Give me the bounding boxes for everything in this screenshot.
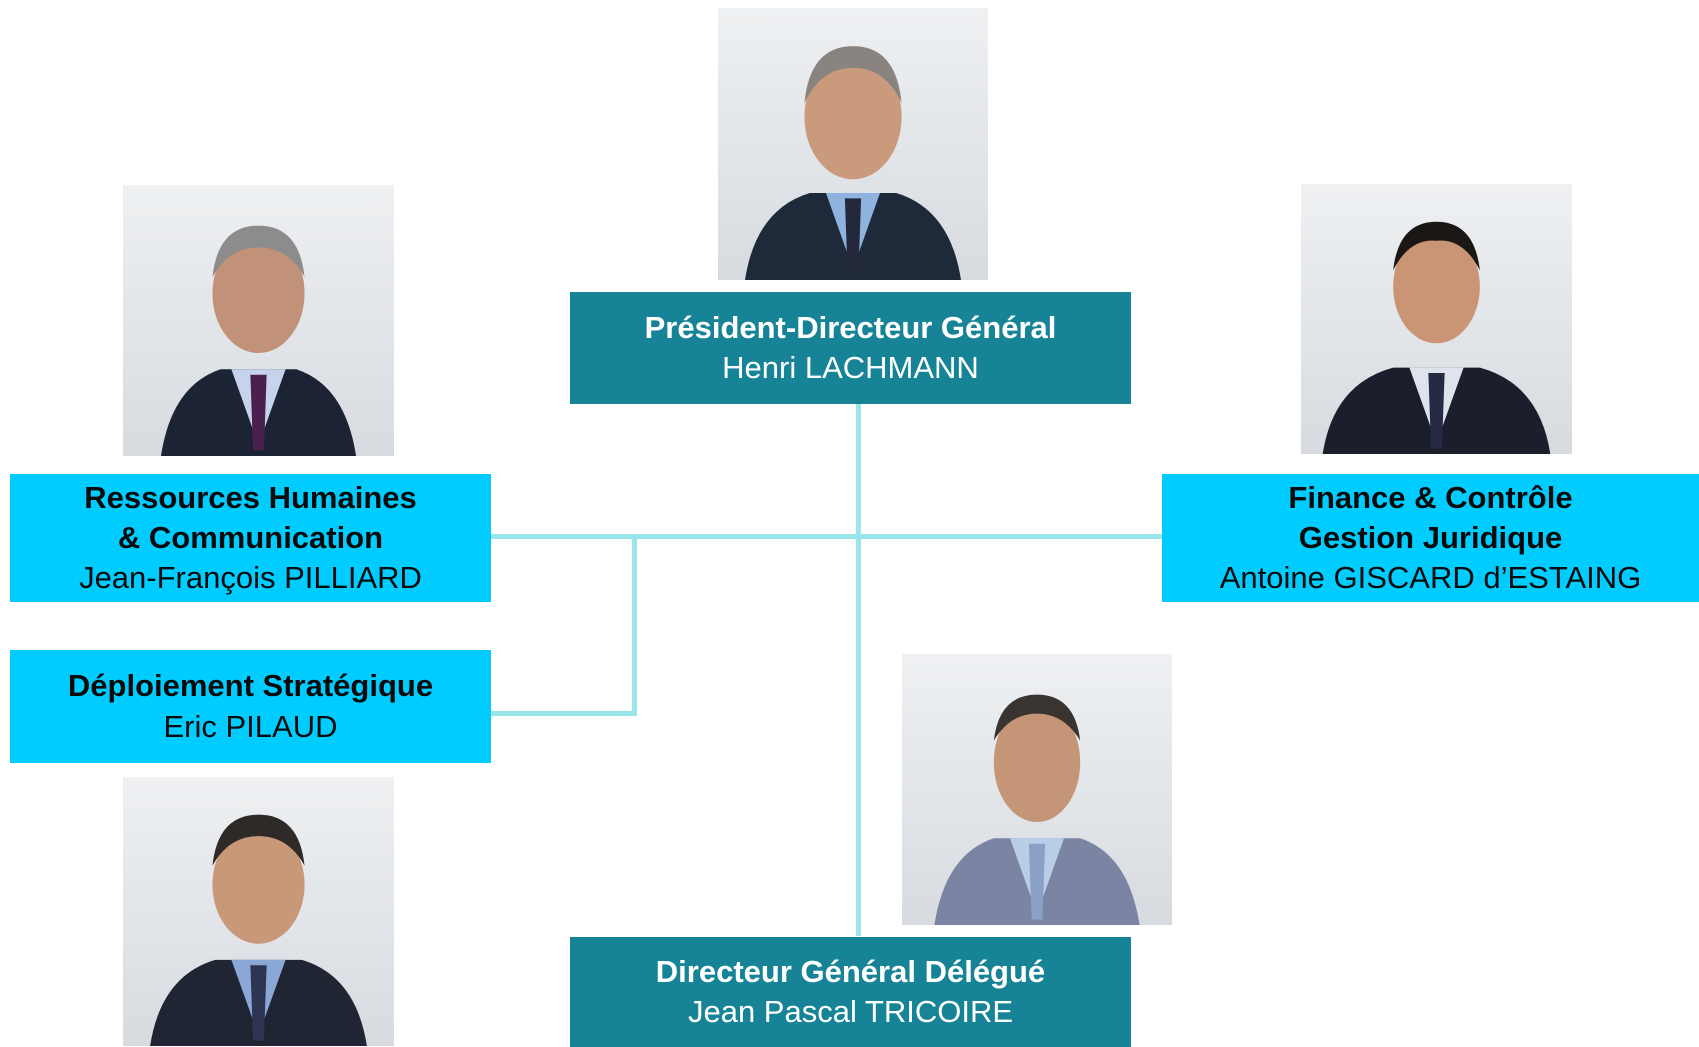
connector-horizontal	[490, 534, 1162, 539]
connector-strategy-horizontal	[490, 711, 637, 716]
node-deputy: Directeur Général Délégué Jean Pascal TR…	[570, 937, 1131, 1047]
portrait-icon	[745, 46, 961, 280]
node-hr: Ressources Humaines & Communication Jean…	[10, 474, 491, 602]
hr-photo	[123, 185, 394, 456]
connector-ceo-vertical	[856, 402, 861, 936]
node-title: Directeur Général Délégué	[655, 953, 1046, 989]
node-strategy: Déploiement Stratégique Eric PILAUD	[10, 650, 491, 763]
node-title: Déploiement Stratégique	[67, 668, 434, 704]
node-title: Président-Directeur Général	[644, 309, 1057, 345]
node-title: Ressources Humaines & Communication	[84, 479, 417, 555]
deputy-photo	[902, 654, 1172, 925]
node-name: Jean Pascal TRICOIRE	[687, 994, 1014, 1029]
finance-photo	[1301, 184, 1572, 454]
portrait-icon	[150, 814, 367, 1046]
node-name: Henri LACHMANN	[722, 350, 979, 385]
ceo-photo	[718, 8, 988, 280]
portrait-icon	[934, 694, 1140, 925]
node-finance: Finance & Contrôle Gestion Juridique Ant…	[1162, 474, 1699, 602]
portrait-icon	[1322, 221, 1551, 454]
node-name: Antoine GISCARD d’ESTAING	[1219, 560, 1642, 596]
strategy-photo	[123, 777, 394, 1046]
node-name: Jean-François PILLIARD	[79, 560, 422, 596]
node-title: Finance & Contrôle Gestion Juridique	[1288, 479, 1573, 555]
node-ceo: Président-Directeur Général Henri LACHMA…	[570, 292, 1131, 404]
connector-strategy-vertical	[632, 534, 637, 715]
portrait-icon	[160, 225, 357, 456]
node-name: Eric PILAUD	[163, 708, 338, 744]
